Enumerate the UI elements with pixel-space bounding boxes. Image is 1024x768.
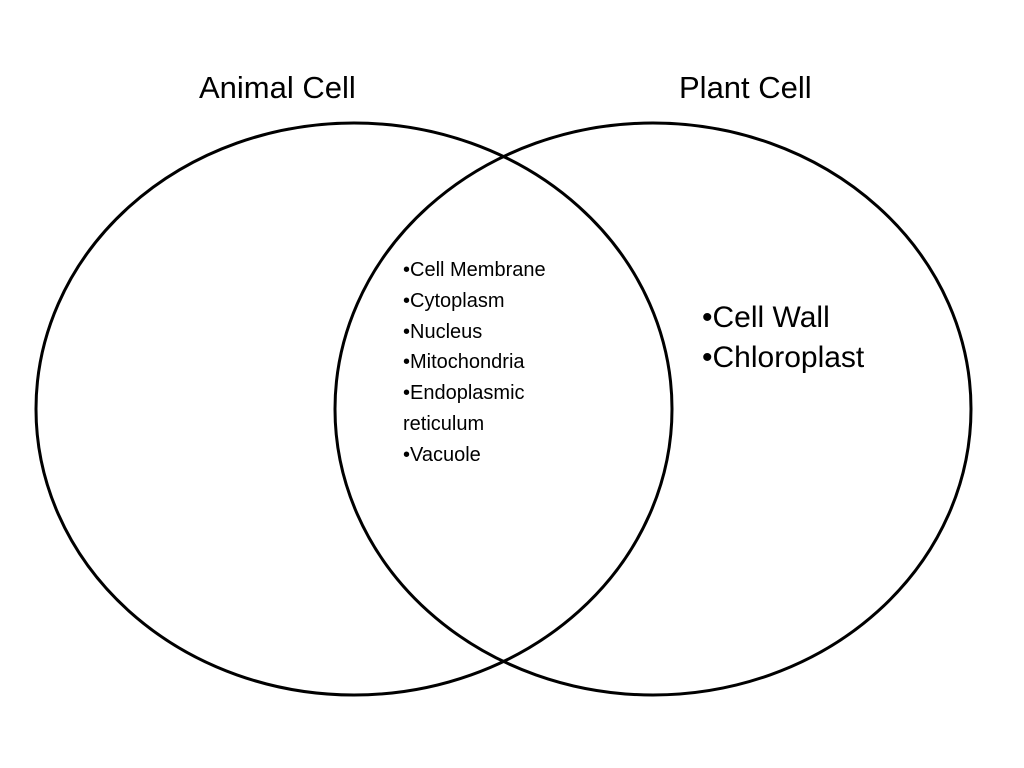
plant-only-item: Cell Wall bbox=[702, 298, 942, 338]
plant-only-items-list: Cell Wall Chloroplast bbox=[702, 298, 942, 378]
shared-item: Nucleus bbox=[403, 317, 578, 348]
plant-cell-label: Plant Cell bbox=[679, 70, 812, 105]
shared-item: Endoplasmic reticulum bbox=[403, 378, 578, 440]
plant-cell-circle bbox=[333, 121, 973, 697]
shared-item: Cell Membrane bbox=[403, 255, 578, 286]
shared-item: Mitochondria bbox=[403, 347, 578, 378]
plant-only-item: Chloroplast bbox=[702, 338, 942, 378]
shared-items-list: Cell Membrane Cytoplasm Nucleus Mitochon… bbox=[403, 255, 578, 471]
shared-item: Vacuole bbox=[403, 440, 578, 471]
animal-cell-label: Animal Cell bbox=[199, 70, 356, 105]
shared-item: Cytoplasm bbox=[403, 286, 578, 317]
animal-cell-circle bbox=[34, 121, 674, 697]
